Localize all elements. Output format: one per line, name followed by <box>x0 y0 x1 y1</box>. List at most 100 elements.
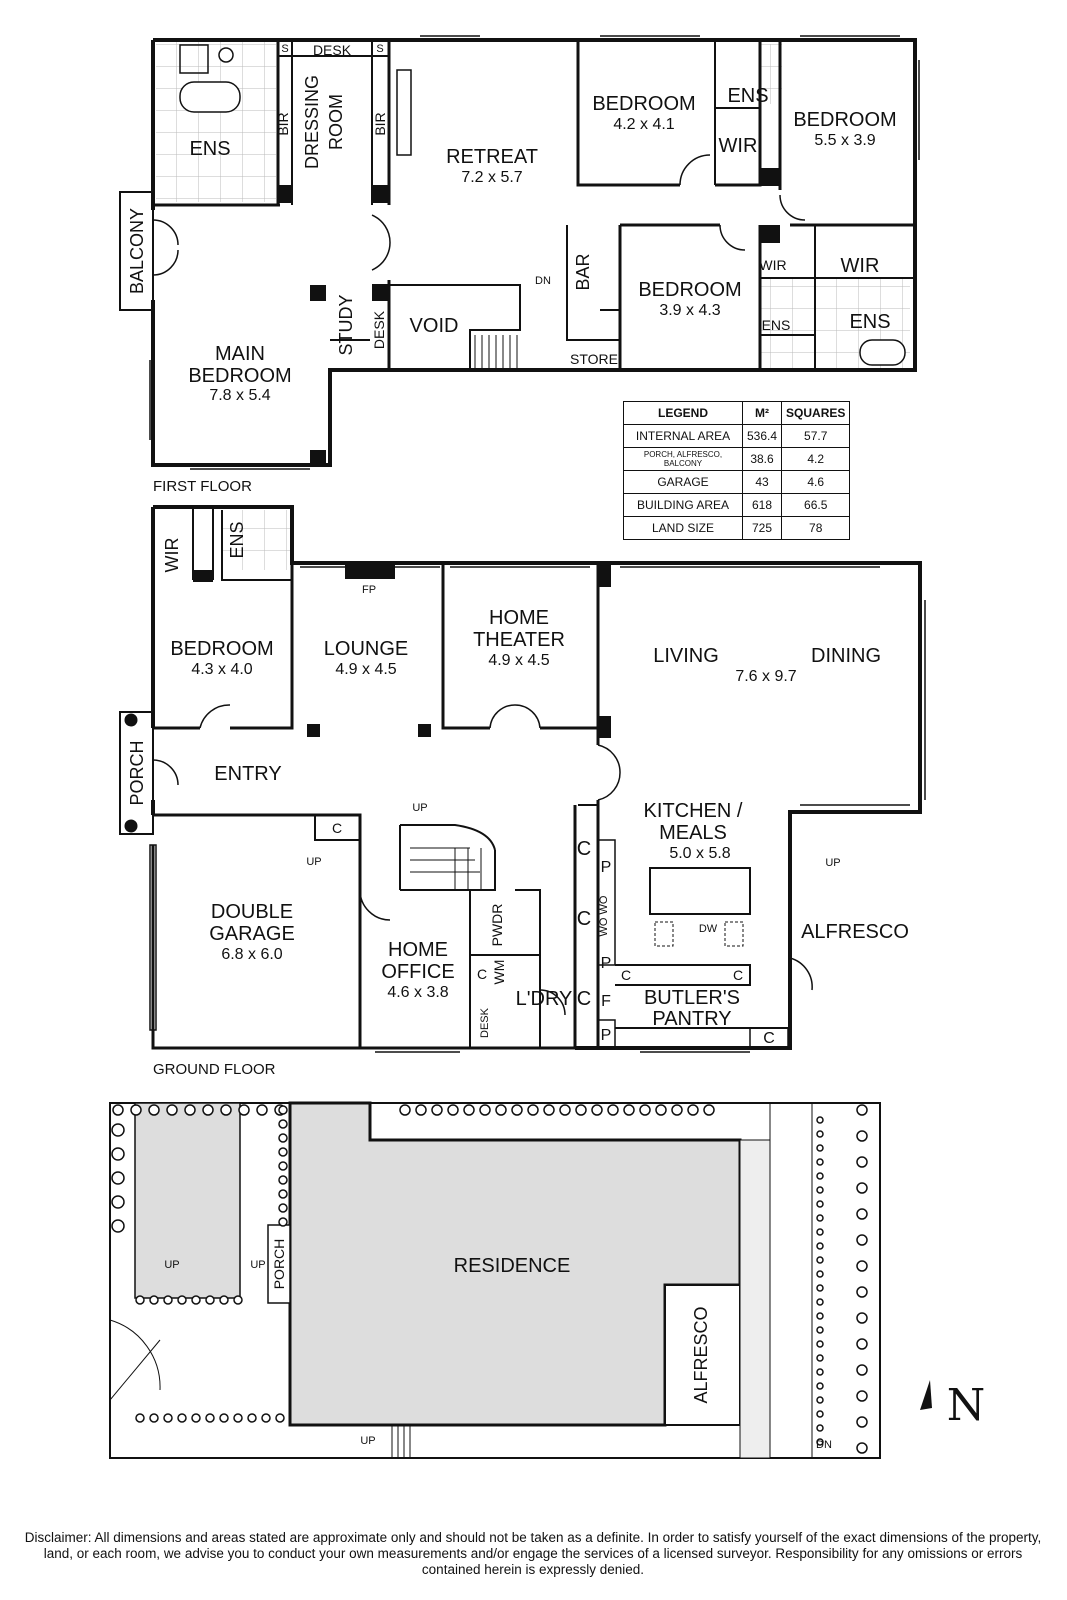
shrub-icon <box>856 1260 868 1272</box>
shrub-icon <box>111 1123 125 1137</box>
bir-label: BIR <box>372 112 388 135</box>
north-label: N <box>947 1380 986 1431</box>
room-label: ROOM <box>326 94 346 150</box>
legend-row: INTERNAL AREA 536.4 57.7 <box>623 424 851 448</box>
shrub-icon <box>856 1130 868 1142</box>
shrub-icon <box>856 1442 868 1454</box>
porch-label: PORCH <box>127 740 147 805</box>
laundry-label: L'DRY <box>516 988 573 1010</box>
shrub-icon <box>233 1413 243 1423</box>
alfresco-label: ALFRESCO <box>691 1306 711 1403</box>
shrub-icon <box>816 1354 824 1362</box>
shrub-icon <box>816 1424 824 1432</box>
ens-label: ENS <box>849 311 890 333</box>
shrub-icon <box>205 1413 215 1423</box>
home-office-label: OFFICE <box>381 961 454 983</box>
shrub-icon <box>166 1104 178 1116</box>
cupboard-label: C <box>477 966 487 982</box>
wir-label: WIR <box>841 255 880 277</box>
legend-cell: 536.4 <box>741 424 783 448</box>
shrub-icon <box>202 1104 214 1116</box>
entry-label: ENTRY <box>214 763 281 785</box>
shrub-icon <box>111 1147 125 1161</box>
bedroom-label: BEDROOM <box>592 93 695 115</box>
shrub-icon <box>591 1104 603 1116</box>
legend-cell: 618 <box>741 493 783 517</box>
first-floor-label: FIRST FLOOR <box>153 478 252 495</box>
shrub-icon <box>816 1368 824 1376</box>
up-label: UP <box>164 1259 179 1271</box>
alfresco-label: ALFRESCO <box>801 921 909 943</box>
shrub-icon <box>856 1286 868 1298</box>
first-floor <box>119 35 920 470</box>
shrub-icon <box>111 1195 125 1209</box>
bedroom-label: BEDROOM <box>170 638 273 660</box>
legend-row: LAND SIZE 725 78 <box>623 516 851 540</box>
bedroom-dimensions: 5.5 x 3.9 <box>814 132 875 149</box>
main-bedroom-dimensions: 7.8 x 5.4 <box>209 387 270 404</box>
north-arrow: N <box>920 1380 985 1431</box>
shrub-icon <box>856 1390 868 1402</box>
legend-cell: 4.6 <box>781 470 851 494</box>
shrub-icon <box>278 1133 288 1143</box>
main-bedroom-label: BEDROOM <box>188 365 291 387</box>
residence-label: RESIDENCE <box>454 1255 571 1277</box>
bedroom-dimensions: 4.3 x 4.0 <box>191 661 252 678</box>
first-floor-labels: ENS BIR DRESSING ROOM BIR DESK S S RETRE… <box>127 42 897 495</box>
shrub-icon <box>256 1104 268 1116</box>
area-legend-table: LEGEND M² SQUARES INTERNAL AREA 536.4 57… <box>623 401 851 540</box>
shrub-icon <box>278 1217 288 1227</box>
shrub-icon <box>856 1156 868 1168</box>
lounge-dimensions: 4.9 x 4.5 <box>335 661 396 678</box>
shrub-icon <box>130 1104 142 1116</box>
shrub-icon <box>112 1104 124 1116</box>
legend-cell: INTERNAL AREA <box>623 424 743 448</box>
pantry-label: P <box>601 955 612 972</box>
legend-row: PORCH, ALFRESCO, BALCONY 38.6 4.2 <box>623 447 851 471</box>
shrub-icon <box>479 1104 491 1116</box>
legend-cell: 78 <box>781 516 851 540</box>
ground-floor <box>119 505 926 1053</box>
ground-floor-labels: WIR ENS BEDROOM 4.3 x 4.0 FP LOUNGE 4.9 … <box>127 521 909 1078</box>
shrub-icon <box>816 1382 824 1390</box>
dressing-label: DRESSING <box>302 75 322 169</box>
shrub-icon <box>177 1295 187 1305</box>
shrub-icon <box>639 1104 651 1116</box>
balcony-label: BALCONY <box>127 208 147 294</box>
ens-label: ENS <box>189 138 230 160</box>
shrub-icon <box>415 1104 427 1116</box>
shrub-icon <box>816 1438 824 1446</box>
shrub-icon <box>278 1147 288 1157</box>
cupboard-label: C <box>577 908 591 930</box>
down-label: DN <box>816 1439 832 1451</box>
shrub-icon <box>399 1104 411 1116</box>
shrub-icon <box>278 1203 288 1213</box>
shrub-icon <box>135 1413 145 1423</box>
shrub-icon <box>527 1104 539 1116</box>
butlers-pantry-label: PANTRY <box>652 1008 731 1030</box>
home-office-dimensions: 4.6 x 3.8 <box>387 984 448 1001</box>
legend-header: M² <box>741 401 783 425</box>
legend-header: SQUARES <box>781 401 851 425</box>
shrub-icon <box>177 1413 187 1423</box>
shrub-icon <box>278 1189 288 1199</box>
fridge-label: F <box>601 993 611 1010</box>
double-garage-dimensions: 6.8 x 6.0 <box>221 946 282 963</box>
cupboard-label: C <box>621 967 631 983</box>
cupboard-label: C <box>577 988 591 1010</box>
shrub-icon <box>816 1270 824 1278</box>
shrub-icon <box>511 1104 523 1116</box>
cupboard-label: C <box>577 838 591 860</box>
home-theater-label: THEATER <box>473 629 565 651</box>
shrub-icon <box>148 1104 160 1116</box>
shrub-icon <box>816 1158 824 1166</box>
kitchen-label: KITCHEN / <box>644 800 743 822</box>
shrub-icon <box>431 1104 443 1116</box>
pantry-label: P <box>601 1027 612 1044</box>
shrub-icon <box>220 1104 232 1116</box>
shrub-icon <box>463 1104 475 1116</box>
retreat-label: RETREAT <box>446 146 538 168</box>
bedroom-label: BEDROOM <box>793 109 896 131</box>
ens-label: ENS <box>762 317 791 333</box>
north-arrow-icon <box>920 1380 932 1410</box>
